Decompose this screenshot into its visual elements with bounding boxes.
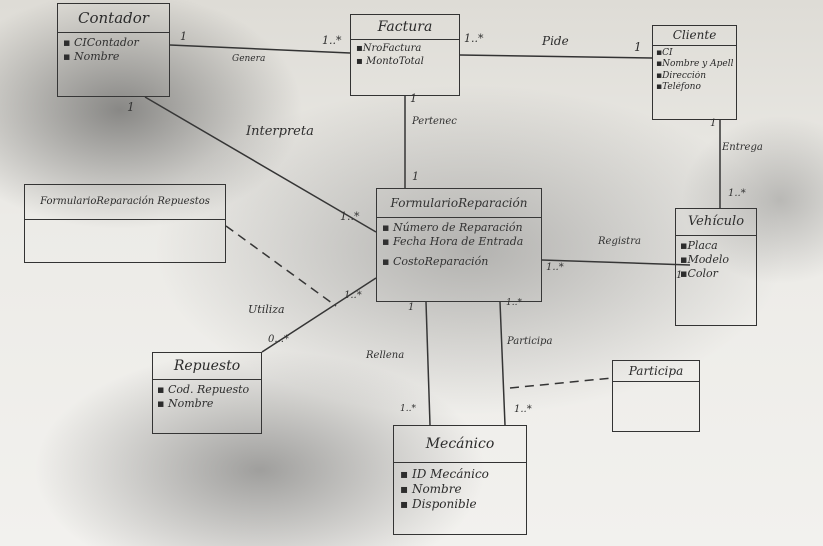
- relation-label-genera: Genera: [232, 54, 266, 64]
- class-attribute: ▪ CostoReparación: [382, 254, 489, 268]
- multiplicity-mecanico-participa: 1..*: [514, 404, 532, 415]
- multiplicity-cliente-entrega: 1: [710, 118, 717, 129]
- class-title: Repuesto: [153, 353, 261, 380]
- multiplicity-vehiculo-entrega: 1..*: [728, 188, 746, 199]
- class-title: Mecánico: [394, 426, 526, 463]
- multiplicity-cliente-pide: 1: [634, 40, 642, 54]
- class-repuesto[interactable]: Repuesto ▪ Cod. Repuesto ▪ Nombre: [152, 352, 262, 434]
- class-attribute: ▪ Nombre: [157, 396, 214, 410]
- multiplicity-factura-genera: 1..*: [322, 34, 342, 47]
- class-attribute: ▪Placa: [680, 239, 718, 252]
- class-attribute: ▪ Cod. Repuesto: [157, 383, 250, 396]
- multiplicity-vehiculo-registra: 1: [676, 270, 683, 281]
- class-attribute: ▪ Número de Reparación: [382, 221, 523, 234]
- relation-label-pertenec: Pertenec: [412, 116, 457, 127]
- multiplicity-factura-pide: 1..*: [464, 32, 484, 45]
- multiplicity-form-registra: 1..*: [546, 262, 564, 273]
- class-attribute: ▪Modelo: [680, 252, 730, 266]
- class-attribute: ▪Dirección: [656, 70, 706, 81]
- class-title: Cliente: [653, 26, 736, 46]
- multiplicity-form-interpreta: 1..*: [340, 210, 360, 223]
- class-title: Participa: [613, 361, 699, 382]
- multiplicity-repuesto-utiliza: 0...*: [268, 334, 289, 345]
- line-rellena: [425, 301, 431, 426]
- class-mecanico[interactable]: Mecánico ▪ ID Mecánico ▪ Nombre ▪ Dispon…: [393, 425, 527, 535]
- line-formrepuestos-dashed: [225, 225, 337, 307]
- class-attribute: ▪ MontoTotal: [356, 55, 424, 67]
- line-participa-dashed: [509, 377, 613, 389]
- relation-label-utiliza: Utiliza: [248, 303, 285, 316]
- relation-label-interpreta: Interpreta: [246, 124, 314, 139]
- class-title: FormularioReparación Repuestos: [25, 185, 225, 220]
- relation-label-participa: Participa: [507, 336, 553, 347]
- class-attribute: ▪ Nombre: [63, 49, 120, 63]
- multiplicity-form-participa: 1..*: [506, 298, 522, 308]
- class-cliente[interactable]: Cliente ▪CI ▪Nombre y Apell. ▪Dirección …: [652, 25, 737, 120]
- class-attribute: ▪NroFactura: [356, 43, 422, 54]
- multiplicity-factura-pertenec: 1: [410, 92, 417, 105]
- multiplicity-form-rellena: 1: [408, 302, 415, 313]
- class-attribute: ▪Teléfono: [656, 81, 701, 92]
- relation-label-rellena: Rellena: [366, 350, 405, 361]
- relation-label-entrega: Entrega: [722, 142, 763, 153]
- multiplicity-contador-interpreta: 1: [127, 100, 135, 114]
- multiplicity-form-utiliza: 1..*: [344, 290, 362, 301]
- class-attribute: ▪ Fecha Hora de Entrada: [382, 234, 524, 248]
- multiplicity-contador-genera: 1: [180, 30, 187, 43]
- multiplicity-form-pertenec: 1: [412, 170, 419, 183]
- class-attribute: ▪ Nombre: [400, 482, 462, 496]
- class-participa[interactable]: Participa: [612, 360, 700, 432]
- relation-label-registra: Registra: [598, 236, 641, 247]
- line-registra: [541, 259, 691, 266]
- class-title: Factura: [351, 15, 459, 40]
- class-attribute: ▪ CIContador: [63, 36, 139, 49]
- class-attribute: ▪ Disponible: [400, 497, 477, 511]
- class-attribute: ▪CI: [656, 48, 673, 58]
- line-pide: [459, 54, 653, 59]
- class-formulario-repuestos[interactable]: FormularioReparación Repuestos: [24, 184, 226, 263]
- class-title: FormularioReparación: [377, 189, 541, 218]
- class-attribute: ▪Color: [680, 266, 718, 280]
- class-formulario-reparacion[interactable]: FormularioReparación ▪ Número de Reparac…: [376, 188, 542, 302]
- class-attribute: ▪Nombre y Apell.: [656, 59, 733, 70]
- class-contador[interactable]: Contador ▪ CIContador ▪ Nombre: [57, 3, 170, 97]
- class-title: Vehículo: [676, 209, 756, 236]
- line-participa: [499, 301, 506, 426]
- class-attribute: ▪ ID Mecánico: [400, 467, 489, 481]
- class-vehiculo[interactable]: Vehículo ▪Placa ▪Modelo ▪Color: [675, 208, 757, 326]
- relation-label-pide: Pide: [542, 34, 569, 48]
- class-title: Contador: [58, 4, 169, 33]
- multiplicity-mecanico-rellena: 1..*: [400, 404, 416, 414]
- class-factura[interactable]: Factura ▪NroFactura ▪ MontoTotal: [350, 14, 460, 96]
